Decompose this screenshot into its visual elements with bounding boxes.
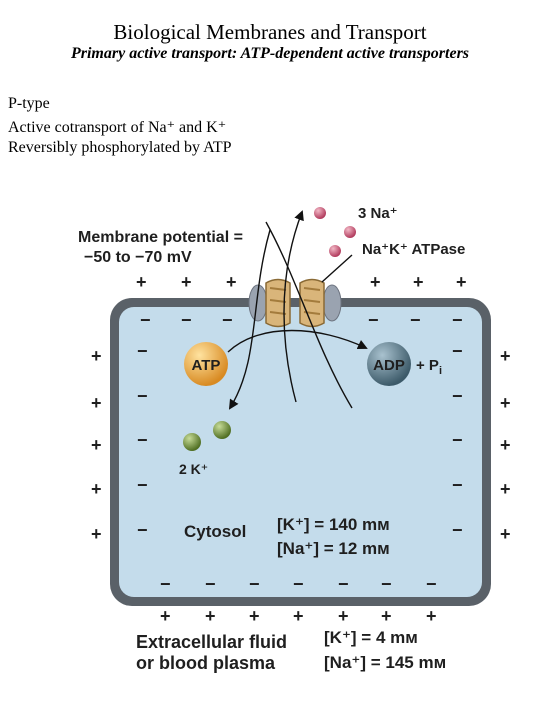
plus-sign: + bbox=[500, 346, 511, 366]
pump-pointer-line bbox=[321, 254, 353, 283]
minus-sign: − bbox=[293, 574, 304, 594]
inside-minus-right: − − − − − bbox=[452, 341, 463, 540]
sodium-ion bbox=[329, 245, 341, 257]
outside-plus-top: + + + + + + bbox=[136, 272, 467, 292]
plus-sign: + bbox=[91, 479, 102, 499]
plus-sign: + bbox=[370, 272, 381, 292]
minus-sign: − bbox=[137, 475, 148, 495]
plus-sign: + bbox=[181, 272, 192, 292]
extracellular-label-line2: or blood plasma bbox=[136, 653, 276, 673]
minus-sign: − bbox=[338, 574, 349, 594]
sodium-ion bbox=[314, 207, 326, 219]
minus-sign: − bbox=[205, 574, 216, 594]
page-subtitle: Primary active transport: ATP-dependent … bbox=[70, 45, 470, 62]
minus-sign: − bbox=[160, 574, 171, 594]
minus-sign: − bbox=[381, 574, 392, 594]
atp-molecule bbox=[184, 342, 228, 386]
plus-sign: + bbox=[91, 393, 102, 413]
minus-sign: − bbox=[137, 386, 148, 406]
cytosol-k-concentration: [K⁺] = 140 mм bbox=[277, 515, 390, 534]
plus-sign: + bbox=[426, 606, 437, 626]
plus-sign: + bbox=[338, 606, 349, 626]
plus-sign: + bbox=[293, 606, 304, 626]
potassium-ion bbox=[213, 421, 231, 439]
minus-sign: − bbox=[137, 430, 148, 450]
flux-arrows bbox=[227, 210, 368, 410]
plus-sign: + bbox=[381, 606, 392, 626]
minus-sign: − bbox=[452, 341, 463, 361]
minus-sign: − bbox=[452, 475, 463, 495]
plus-sign: + bbox=[91, 435, 102, 455]
minus-sign: − bbox=[410, 310, 421, 330]
potassium-influx-path bbox=[265, 221, 353, 409]
membrane-potential-value: −50 to −70 mV bbox=[84, 249, 192, 266]
phosphate-label: + Pi bbox=[416, 357, 442, 377]
pump-name-label: Na⁺K⁺ ATPase bbox=[362, 241, 465, 258]
plus-sign: + bbox=[500, 479, 511, 499]
sodium-out-label: 3 Na⁺ bbox=[358, 205, 398, 222]
minus-sign: − bbox=[137, 520, 148, 540]
minus-sign: − bbox=[137, 341, 148, 361]
adp-label: ADP bbox=[373, 357, 405, 374]
plus-sign: + bbox=[160, 606, 171, 626]
cytosol-na-concentration: [Na⁺] = 12 mм bbox=[277, 539, 390, 558]
sodium-ion bbox=[344, 226, 356, 238]
extracellular-k-concentration: [K⁺] = 4 mм bbox=[324, 628, 418, 647]
plus-sign: + bbox=[91, 346, 102, 366]
outside-plus-left: + + + + + bbox=[91, 346, 102, 544]
minus-sign: − bbox=[452, 520, 463, 540]
plus-sign: + bbox=[249, 606, 260, 626]
extracellular-na-concentration: [Na⁺] = 145 mм bbox=[324, 653, 446, 672]
plus-sign: + bbox=[136, 272, 147, 292]
outside-plus-bottom: + + + + + + + bbox=[160, 606, 437, 626]
minus-sign: − bbox=[140, 310, 151, 330]
potassium-in-label: 2 K⁺ bbox=[179, 461, 208, 477]
minus-sign: − bbox=[452, 310, 463, 330]
inside-minus-top: − − − − − − bbox=[140, 310, 463, 330]
minus-sign: − bbox=[222, 310, 233, 330]
cytosol-label: Cytosol bbox=[184, 522, 246, 541]
plus-sign: + bbox=[456, 272, 467, 292]
potassium-influx-arrow bbox=[228, 229, 271, 410]
plus-sign: + bbox=[500, 435, 511, 455]
minus-sign: − bbox=[452, 430, 463, 450]
potassium-ions bbox=[183, 421, 231, 451]
page-title: Biological Membranes and Transport bbox=[113, 20, 427, 44]
membrane-potential-label: Membrane potential = bbox=[78, 229, 243, 246]
bullet-cotransport: Active cotransport of Na⁺ and K⁺ bbox=[8, 119, 227, 136]
minus-sign: − bbox=[181, 310, 192, 330]
plus-sign: + bbox=[205, 606, 216, 626]
plus-sign: + bbox=[91, 524, 102, 544]
plus-sign: + bbox=[226, 272, 237, 292]
inside-minus-left: − − − − − bbox=[137, 341, 148, 540]
potassium-ion bbox=[183, 433, 201, 451]
minus-sign: − bbox=[426, 574, 437, 594]
atp-hydrolysis-arrow bbox=[227, 329, 368, 353]
minus-sign: − bbox=[249, 574, 260, 594]
plus-sign: + bbox=[413, 272, 424, 292]
sodium-ions bbox=[314, 207, 356, 257]
minus-sign: − bbox=[452, 386, 463, 406]
minus-sign: − bbox=[368, 310, 379, 330]
sodium-efflux-arrow bbox=[283, 210, 304, 403]
bullet-ptype: P-type bbox=[8, 95, 50, 112]
outside-plus-right: + + + + + bbox=[500, 346, 511, 544]
plus-sign: + bbox=[500, 393, 511, 413]
extracellular-label-line1: Extracellular fluid bbox=[136, 632, 287, 652]
atp-label: ATP bbox=[192, 357, 221, 374]
bullet-phosphorylated: Reversibly phosphorylated by ATP bbox=[8, 139, 232, 156]
plus-sign: + bbox=[500, 524, 511, 544]
inside-minus-bottom: − − − − − − − bbox=[160, 574, 437, 594]
adp-molecule bbox=[367, 342, 411, 386]
